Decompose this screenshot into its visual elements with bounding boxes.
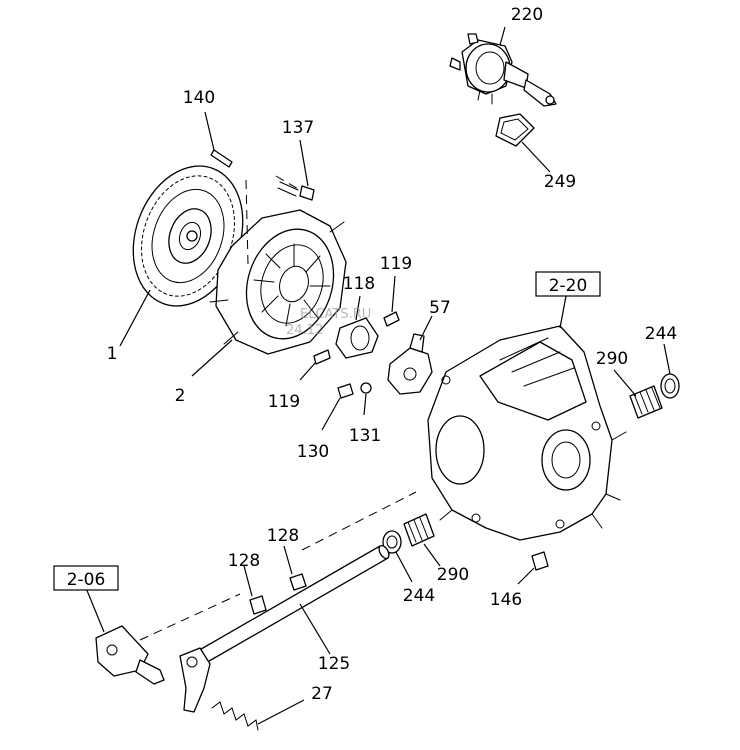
- callout-128-right: 128: [267, 526, 299, 546]
- callout-119-upper: 119: [380, 254, 412, 274]
- bushing-128-left: [243, 565, 267, 615]
- callout-2: 2: [175, 386, 186, 406]
- clutch-housing: [427, 295, 627, 541]
- clutch-disc-1: [119, 165, 244, 347]
- washer-131: [360, 382, 372, 416]
- callout-290-lower: 290: [437, 565, 469, 585]
- callout-290-upper: 290: [596, 349, 628, 369]
- callout-220: 220: [511, 5, 543, 25]
- clip-119-upper: [383, 275, 400, 327]
- assembly-line-cylinder: [139, 593, 241, 641]
- callout-146: 146: [490, 590, 522, 610]
- bolt-146: [517, 551, 549, 585]
- bushing-128-right: [283, 545, 307, 591]
- callout-128-left: 128: [228, 551, 260, 571]
- callout-57: 57: [429, 298, 451, 318]
- callout-130: 130: [297, 442, 329, 462]
- callout-118: 118: [343, 274, 375, 294]
- seal-244-lower: [382, 530, 413, 583]
- clutch-booster-220: [449, 26, 557, 107]
- seal-244-upper: [660, 343, 680, 399]
- slave-cylinder: [85, 587, 165, 685]
- ref-box-2-06[interactable]: 2-06: [53, 565, 119, 591]
- callout-1: 1: [107, 344, 118, 364]
- pin-140: [204, 111, 233, 168]
- ref-box-2-20[interactable]: 2-20: [535, 271, 601, 297]
- clip-119-lower: [299, 349, 331, 381]
- ref-2-20-label: 2-20: [549, 276, 588, 296]
- callout-140: 140: [183, 88, 215, 108]
- bearing-290-upper: [613, 369, 663, 419]
- spring-27: [211, 699, 305, 731]
- gasket-249: [495, 113, 551, 173]
- ref-2-06-label: 2-06: [67, 570, 106, 590]
- bolt-130: [321, 383, 354, 431]
- callout-249: 249: [544, 172, 576, 192]
- release-fork-57: [387, 315, 433, 395]
- callout-119-lower: 119: [268, 392, 300, 412]
- watermark-line2: 24.12: [286, 323, 323, 338]
- bolt-137: [277, 139, 315, 201]
- bearing-290-lower: [403, 513, 441, 567]
- release-bearing-118: [335, 295, 379, 359]
- callout-137: 137: [282, 118, 314, 138]
- callout-244-upper: 244: [645, 324, 677, 344]
- assembly-line-upper: [245, 175, 301, 265]
- assembly-line-shaft: [301, 491, 417, 551]
- callout-131: 131: [349, 426, 381, 446]
- callout-27: 27: [311, 684, 333, 704]
- shaft-125: [179, 544, 390, 713]
- callout-244-lower: 244: [403, 586, 435, 606]
- pressure-plate-2: [191, 209, 347, 377]
- watermark-line1: ELCATS.RU: [300, 307, 371, 322]
- callout-125: 125: [318, 654, 350, 674]
